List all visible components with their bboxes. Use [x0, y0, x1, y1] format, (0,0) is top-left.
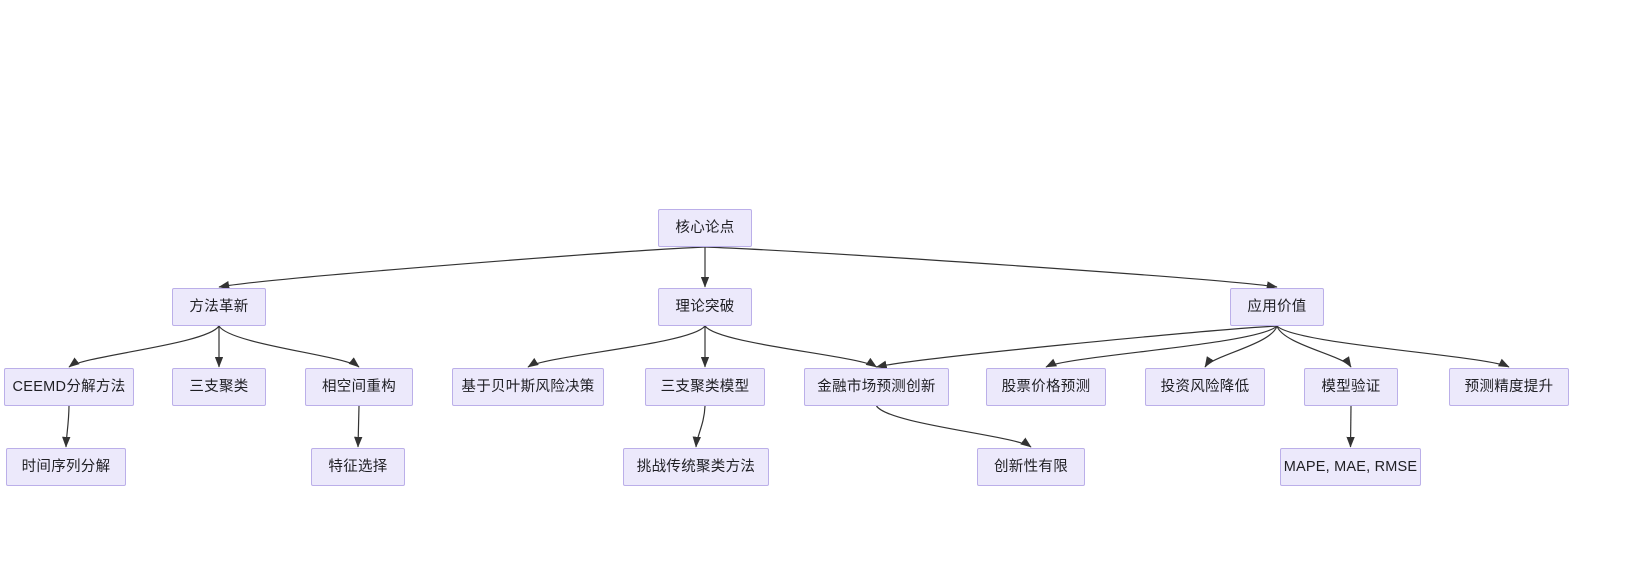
edge-l3c3-to-l4c3: [1346, 405, 1355, 448]
edge-l2c-to-l3b3: [875, 325, 1278, 369]
edge-l2b-to-l3b1: [527, 325, 706, 368]
node-l3b2[interactable]: 三支聚类模型: [645, 368, 765, 406]
edge-l2b-to-l3b3: [704, 325, 877, 368]
node-label: 金融市场预测创新: [817, 378, 936, 395]
node-l4b3[interactable]: 挑战传统聚类方法: [623, 448, 769, 486]
node-label: 三支聚类: [189, 378, 249, 395]
edge-l3a3-to-l4a3: [354, 405, 363, 448]
node-label: 挑战传统聚类方法: [636, 458, 756, 475]
node-l3b1[interactable]: 基于贝叶斯风险决策: [452, 368, 604, 406]
node-l3a2[interactable]: 三支聚类: [172, 368, 266, 406]
edge-l3b3-to-l4b4: [876, 405, 1032, 448]
edge-l2a-to-l3a3: [218, 325, 360, 368]
node-label: 模型验证: [1321, 378, 1381, 395]
node-l3b3[interactable]: 金融市场预测创新: [804, 368, 949, 406]
node-label: 理论突破: [675, 298, 735, 315]
edge-l2c-to-l3c1: [1045, 325, 1278, 368]
node-l4a1[interactable]: 时间序列分解: [6, 448, 126, 486]
node-label: 基于贝叶斯风险决策: [461, 378, 595, 395]
node-l4a3[interactable]: 特征选择: [311, 448, 405, 486]
edge-root-to-l2c: [704, 246, 1278, 290]
node-label: 预测精度提升: [1464, 378, 1554, 395]
node-l2a[interactable]: 方法革新: [172, 288, 266, 326]
node-label: 特征选择: [328, 458, 388, 475]
node-l2b[interactable]: 理论突破: [658, 288, 752, 326]
node-label: 创新性有限: [994, 458, 1068, 475]
edge-root-to-l2a: [218, 246, 706, 290]
node-l4c3[interactable]: MAPE, MAE, RMSE: [1280, 448, 1421, 486]
node-label: 应用价值: [1247, 298, 1307, 315]
node-l4b4[interactable]: 创新性有限: [977, 448, 1085, 486]
edge-l2c-to-l3c2: [1204, 325, 1278, 368]
edge-l3a1-to-l4a1: [62, 405, 71, 448]
node-l3c1[interactable]: 股票价格预测: [986, 368, 1106, 406]
node-l3c4[interactable]: 预测精度提升: [1449, 368, 1569, 406]
node-label: 三支聚类模型: [660, 378, 750, 395]
node-label: 相空间重构: [322, 378, 396, 395]
node-l3a1[interactable]: CEEMD分解方法: [4, 368, 134, 406]
node-l3c2[interactable]: 投资风险降低: [1145, 368, 1265, 406]
node-label: 投资风险降低: [1160, 378, 1250, 395]
node-label: 核心论点: [675, 219, 735, 236]
node-l3a3[interactable]: 相空间重构: [305, 368, 413, 406]
node-l3c3[interactable]: 模型验证: [1304, 368, 1398, 406]
node-label: 方法革新: [189, 298, 249, 315]
node-label: 股票价格预测: [1001, 378, 1091, 395]
node-label: 时间序列分解: [21, 458, 111, 475]
node-label: CEEMD分解方法: [12, 378, 126, 395]
edge-l2c-to-l3c4: [1276, 325, 1510, 368]
node-l2c[interactable]: 应用价值: [1230, 288, 1324, 326]
edges-group: [62, 246, 1510, 448]
edge-l3b2-to-l4b3: [692, 405, 706, 448]
node-root[interactable]: 核心论点: [658, 209, 752, 247]
edge-l2a-to-l3a1: [68, 325, 220, 368]
node-label: MAPE, MAE, RMSE: [1283, 458, 1418, 475]
edge-l2c-to-l3c3: [1276, 325, 1352, 368]
